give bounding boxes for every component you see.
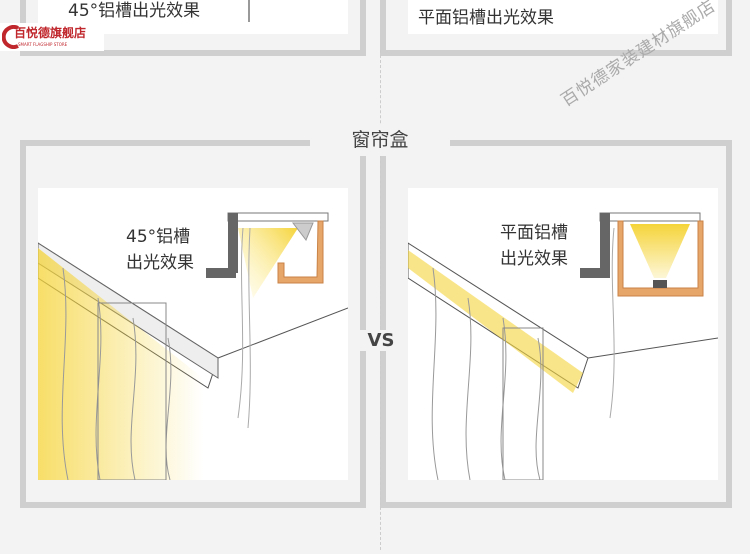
right-label-line1: 平面铝槽 [500, 223, 568, 243]
left-label: 45°铝槽 出光效果 [126, 224, 194, 276]
left-label-line1: 45°铝槽 [126, 227, 191, 247]
left-illustration: 45°铝槽 出光效果 [38, 188, 348, 480]
top-right-frame [380, 0, 732, 56]
vs-label: VS [360, 330, 402, 351]
top-right-card: 平面铝槽出光效果 [408, 0, 718, 34]
left-frame [20, 140, 366, 508]
left-label-line2: 出光效果 [126, 253, 194, 273]
logo-subtitle: SMART FLAGSHIP STORE [18, 42, 68, 47]
top-left-caption: 45°铝槽出光效果 [68, 0, 250, 22]
store-logo: 百悦德旗舰店 SMART FLAGSHIP STORE [0, 23, 104, 51]
left-scene [38, 212, 348, 480]
right-label-line2: 出光效果 [500, 249, 568, 269]
right-label: 平面铝槽 出光效果 [500, 220, 568, 272]
right-frame [380, 140, 732, 508]
section-title: 窗帘盒 [310, 124, 450, 156]
right-scene [408, 212, 718, 480]
center-divider [380, 50, 381, 550]
top-right-caption: 平面铝槽出光效果 [418, 8, 554, 28]
right-illustration: 平面铝槽 出光效果 [408, 188, 718, 480]
top-left-card: 45°铝槽出光效果 [38, 0, 348, 34]
logo-name: 百悦德旗舰店 [14, 26, 87, 40]
logo-mark-icon [2, 25, 19, 49]
